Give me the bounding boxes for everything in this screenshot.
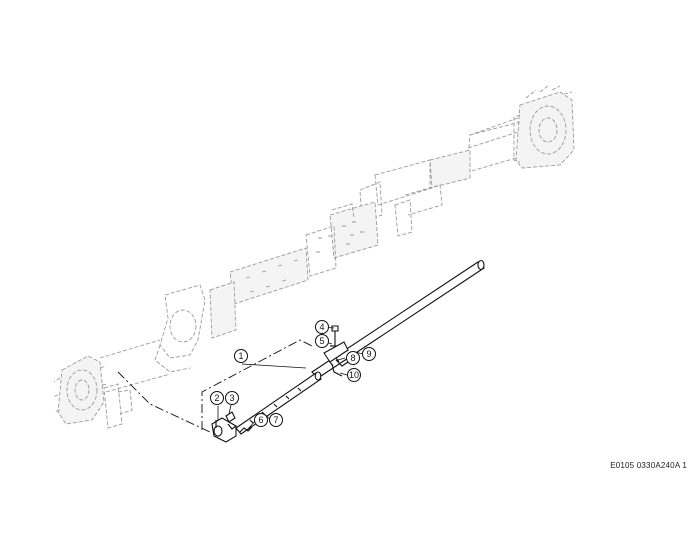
callout-2: 2 — [210, 391, 224, 405]
callout-2-label: 2 — [214, 393, 219, 403]
ghost-axle-right-beam — [467, 117, 521, 173]
callout-10: 10 — [347, 368, 361, 382]
callout-6-label: 6 — [258, 415, 263, 425]
tie-rod-long — [311, 259, 485, 379]
tie-rod-end — [211, 411, 253, 443]
callout-10-label: 10 — [349, 370, 359, 380]
ghost-center-frame — [305, 149, 471, 277]
ghost-axle-assembly — [51, 85, 575, 429]
clamp-hardware — [323, 325, 349, 377]
leader-lines — [217, 326, 364, 430]
callout-3: 3 — [225, 391, 239, 405]
callout-3-label: 3 — [229, 393, 234, 403]
callout-7-label: 7 — [273, 415, 278, 425]
callout-5: 5 — [315, 334, 329, 348]
callout-9: 9 — [362, 347, 376, 361]
ghost-left-bracket — [154, 281, 237, 373]
callout-9-label: 9 — [366, 349, 371, 359]
ghost-axle-left-beam — [229, 247, 309, 305]
callout-8-label: 8 — [350, 353, 355, 363]
phantom-lines — [117, 339, 313, 433]
callout-8: 8 — [346, 351, 360, 365]
callout-1: 1 — [234, 349, 248, 363]
callout-7: 7 — [269, 413, 283, 427]
ghost-right-hub — [513, 85, 575, 169]
callout-5-label: 5 — [319, 336, 324, 346]
callout-6: 6 — [254, 413, 268, 427]
callout-4: 4 — [315, 320, 329, 334]
callout-4-label: 4 — [319, 322, 324, 332]
figure-reference-code: E0105 0330A240A 1 — [610, 461, 687, 470]
callout-1-label: 1 — [238, 351, 243, 361]
ghost-left-hub — [51, 355, 133, 429]
